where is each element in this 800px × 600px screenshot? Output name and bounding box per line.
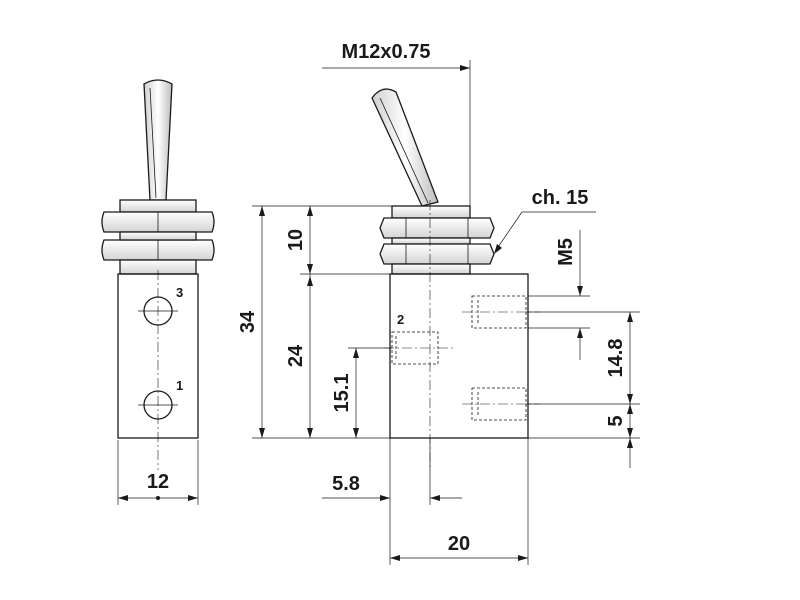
front-nut-lower	[101, 239, 215, 261]
dim-port-thread: M5	[555, 238, 577, 266]
side-body	[389, 273, 529, 439]
side-lever	[371, 88, 439, 207]
dim-height-body: 24	[285, 344, 307, 367]
dim-height-total: 34	[237, 310, 259, 333]
dim-height-top: 10	[285, 229, 307, 251]
dim-chamfer: ch. 15	[532, 187, 589, 209]
front-lever	[143, 79, 173, 201]
port-label-1: 1	[176, 378, 183, 393]
side-nut-upper	[379, 217, 495, 239]
dim-thread: M12x0.75	[342, 41, 431, 63]
dim-port-spacing: 14.8	[605, 339, 627, 378]
front-view: 3 1 12	[101, 79, 215, 505]
dim-port2-height: 15.1	[331, 374, 353, 413]
dim-width-front: 12	[147, 471, 169, 493]
side-bushing	[391, 205, 471, 219]
side-nut-lower	[379, 243, 495, 265]
dim-port2-offset: 5.8	[332, 473, 360, 495]
side-port-2-bore	[384, 331, 454, 365]
dim-port-bottom: 5	[605, 415, 627, 426]
port-label-3: 3	[176, 285, 183, 300]
dimensions: M12x0.75 ch. 15 34 10 24 15.1	[237, 41, 640, 565]
dim-width-side: 20	[448, 533, 470, 555]
port-label-2: 2	[397, 312, 404, 327]
front-bushing	[119, 199, 197, 213]
side-view: 2	[371, 88, 540, 470]
front-nut-upper	[101, 211, 215, 233]
